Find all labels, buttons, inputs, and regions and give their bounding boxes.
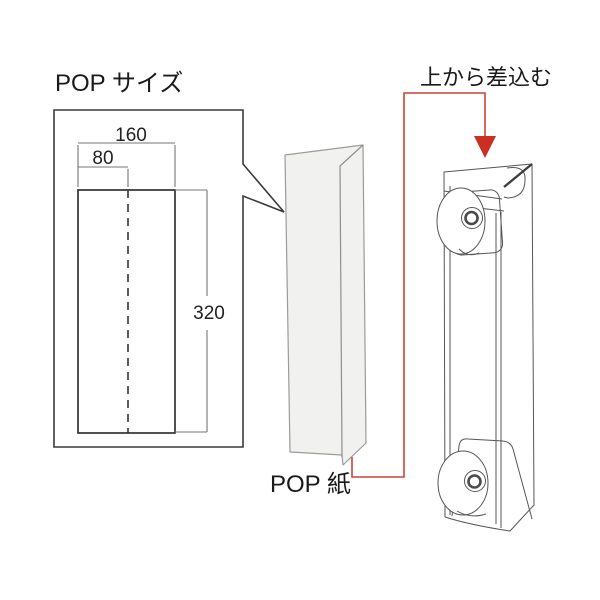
dimension-160: 160 [77,125,176,187]
suction-cup-top [436,187,486,255]
dimension-80: 80 [78,148,129,187]
dimension-320-label: 320 [193,303,225,324]
suction-cup-bottom-lip [456,510,487,517]
pop-paper: POP 紙 [270,144,367,498]
dimension-80-lines [78,166,129,187]
callout-box [53,109,285,448]
dimension-320: 320 [175,189,225,433]
dimension-160-label: 160 [115,125,147,146]
paper-sheet [284,144,367,466]
pocket-end-cap [503,167,526,199]
dimension-80-label: 80 [92,148,113,169]
suction-mount-bottom [437,450,489,517]
suction-cup-top-lip [458,248,480,256]
suction-knob-top-ring [464,210,479,226]
pocket-fold-diagonal [503,163,533,188]
size-title: POP サイズ [55,70,183,97]
dimension-160-lines [77,142,176,187]
suction-cup-bottom [437,450,489,516]
holder-bottom-tray [451,438,533,520]
holder-front-right-edges [495,212,502,528]
insert-guide-line [351,92,486,478]
pop-holder [436,163,535,532]
paper-fold-line [339,144,364,458]
insert-instruction-label: 上から差込む [420,65,552,90]
suction-knob-bottom-ring [467,474,482,489]
down-arrow-icon [474,136,496,158]
holder-body-outline [443,163,535,532]
paper-outline-rect [77,189,176,434]
suction-mount-top [436,187,504,256]
dimension-320-lines [175,189,208,433]
insert-guide: 上から差込む [351,65,552,478]
paper-label: POP 紙 [270,471,351,498]
pop-size-panel: POP サイズ 160 80 320 [53,70,285,448]
